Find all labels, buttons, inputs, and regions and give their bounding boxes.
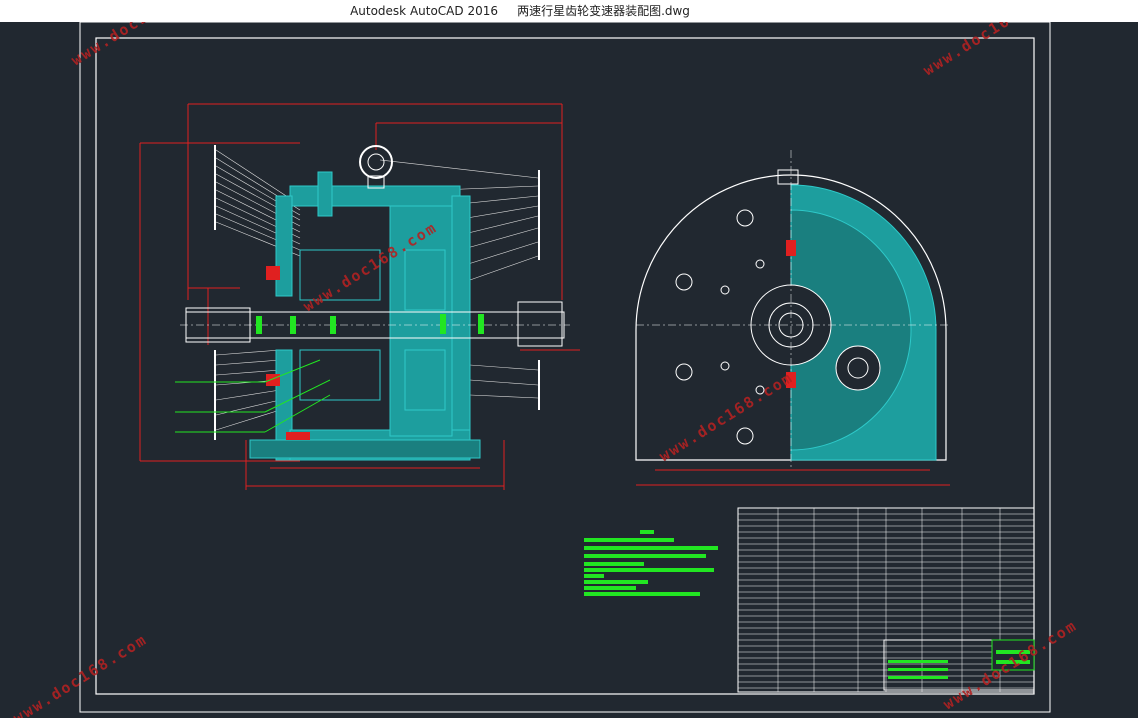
file-name: 两速行星齿轮变速器装配图.dwg	[517, 4, 690, 18]
sheet-outer-frame	[79, 22, 1051, 713]
section-view[interactable]	[139, 103, 580, 490]
parts-list	[737, 507, 1035, 693]
title-bar: Autodesk AutoCAD 2016 两速行星齿轮变速器装配图.dwg	[0, 0, 1138, 22]
end-view[interactable]	[635, 150, 950, 486]
drawing-svg[interactable]	[0, 22, 1138, 718]
app-title: Autodesk AutoCAD 2016	[350, 4, 498, 18]
window-title: Autodesk AutoCAD 2016 两速行星齿轮变速器装配图.dwg	[0, 0, 1040, 22]
sheet-inner-frame	[95, 37, 1035, 695]
drawing-canvas[interactable]: www.doc168.com www.doc168.com www.doc168…	[0, 22, 1138, 718]
technical-requirements	[584, 530, 718, 596]
